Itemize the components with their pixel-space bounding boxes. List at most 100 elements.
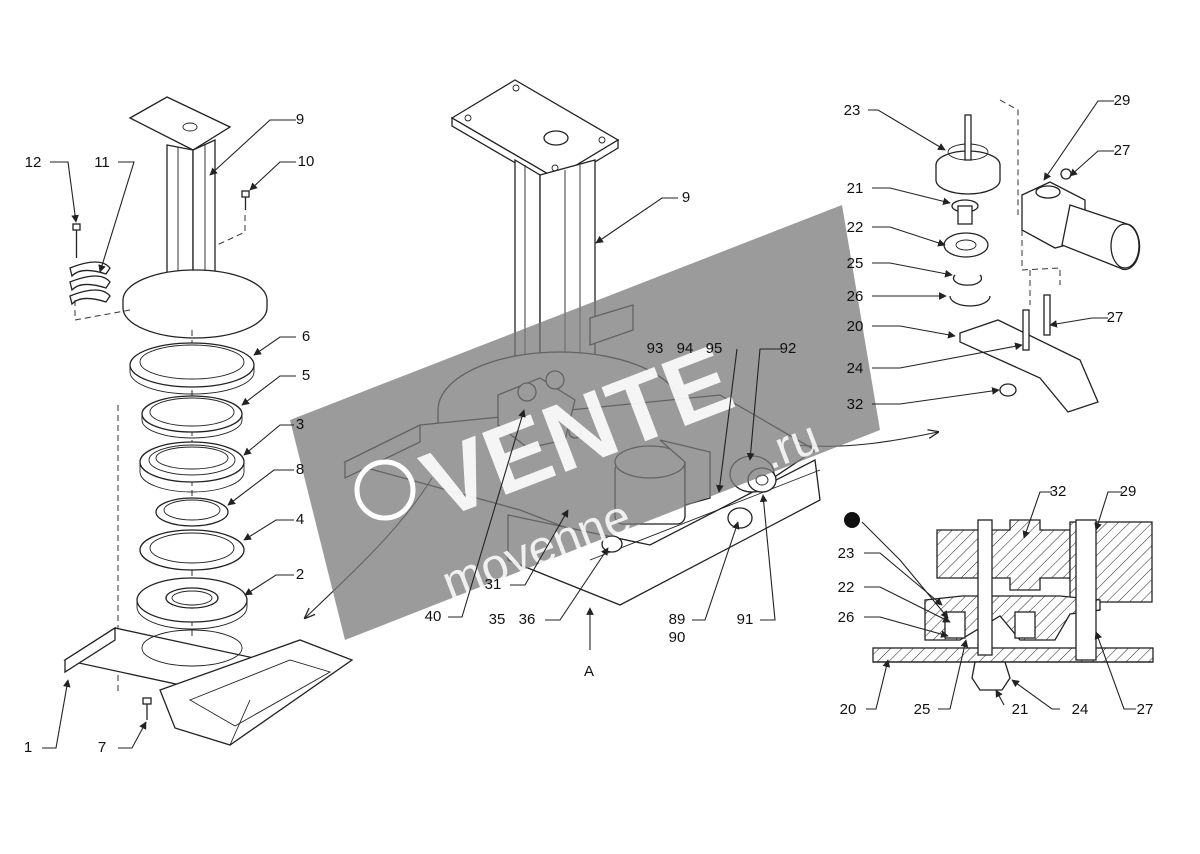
callout-left-2: 2 xyxy=(244,566,304,596)
callout-lower_right-32: 32 xyxy=(1022,483,1066,539)
leader-line xyxy=(866,659,891,710)
callout-lower_right-22: 22 xyxy=(838,579,951,623)
leader-line xyxy=(244,574,294,596)
leader-line xyxy=(1049,317,1108,328)
callout-number: 27 xyxy=(1107,309,1124,326)
leader-line xyxy=(872,187,951,206)
callout-number: 90 xyxy=(669,629,686,646)
callout-center-94: 94 xyxy=(677,340,694,357)
callout-number: 26 xyxy=(838,609,855,626)
callout-left-7: 7 xyxy=(98,721,147,756)
callout-number: 92 xyxy=(780,340,797,357)
callout-upper_right-32: 32 xyxy=(847,387,1000,413)
leader-line xyxy=(872,387,1000,405)
callout-number: 3 xyxy=(296,416,304,433)
callout-left-6: 6 xyxy=(253,328,310,356)
callout-center-95: 95 xyxy=(706,340,738,493)
callout-number: 10 xyxy=(298,153,315,170)
leader-line xyxy=(995,689,1005,706)
leader-line xyxy=(864,586,951,623)
leader-line xyxy=(1094,491,1122,531)
callout-number: 24 xyxy=(847,360,864,377)
callout-number: 31 xyxy=(485,576,502,593)
callout-center-92: 92 xyxy=(746,340,797,461)
callout-number: 29 xyxy=(1120,483,1137,500)
callout-number: 27 xyxy=(1114,142,1131,159)
callout-number: 21 xyxy=(847,180,864,197)
callout-upper_right-20: 20 xyxy=(847,318,956,339)
callout-upper_right-29: 29 xyxy=(1043,92,1130,181)
callout-left-1: 1 xyxy=(24,679,71,756)
leader-line xyxy=(1043,100,1114,181)
callout-lower_right-25: 25 xyxy=(914,639,969,718)
leader-line xyxy=(243,424,294,456)
callout-center-90: 90 xyxy=(669,629,686,646)
callout-left-4: 4 xyxy=(243,511,304,541)
callout-left-3: 3 xyxy=(243,416,304,456)
callout-center-9: 9 xyxy=(595,189,690,244)
leader-line xyxy=(249,161,296,191)
leader-line xyxy=(510,509,569,586)
callout-upper_right-21: 21 xyxy=(847,180,951,206)
leader-line xyxy=(938,639,969,710)
leader-line xyxy=(692,521,740,621)
leader-line xyxy=(872,342,1023,369)
callout-center-35: 35 xyxy=(489,611,506,628)
leader-line xyxy=(861,521,949,619)
leader-line xyxy=(746,348,782,461)
callout-number: 9 xyxy=(682,189,690,206)
leader-line xyxy=(872,325,956,339)
leader-line xyxy=(872,226,946,247)
leader-line xyxy=(1094,631,1136,710)
callout-lower_right-29: 29 xyxy=(1094,483,1137,531)
callout-lower_right-20: 20 xyxy=(840,659,891,718)
callout-number: 21 xyxy=(1012,701,1029,718)
callout-number: 7 xyxy=(98,739,106,756)
leader-line xyxy=(118,721,147,749)
leader-line xyxy=(759,494,776,621)
callout-number: 36 xyxy=(519,611,536,628)
left-exploded-assembly xyxy=(63,96,354,746)
callout-number: 24 xyxy=(1072,701,1089,718)
callout-number: 4 xyxy=(296,511,304,528)
callout-number: 5 xyxy=(302,367,310,384)
callout-left-12: 12 xyxy=(25,154,79,223)
callout-number: 93 xyxy=(647,340,664,357)
leader-line xyxy=(98,161,135,273)
bullet-marker-7 xyxy=(844,512,860,528)
callout-number: 23 xyxy=(838,545,855,562)
leader-line xyxy=(42,679,71,749)
callout-left-9: 9 xyxy=(209,111,304,176)
callout-upper_right-27: 27 xyxy=(1049,309,1124,328)
callout-upper_right-27: 27 xyxy=(1069,142,1131,177)
callout-center-31: 31 xyxy=(485,509,569,593)
leader-line xyxy=(545,547,609,621)
leader-line xyxy=(243,519,294,541)
leader-line xyxy=(241,375,296,406)
callout-left-11: 11 xyxy=(94,154,135,273)
lower-right-section-view xyxy=(872,519,1154,691)
callout-number: 95 xyxy=(706,340,723,357)
callout-number: 8 xyxy=(296,461,304,478)
callout-upper_right-23: 23 xyxy=(844,102,946,151)
callout-left-8: 8 xyxy=(227,461,304,506)
callout-lower_right-7 xyxy=(861,521,949,619)
callout-left-5: 5 xyxy=(241,367,310,406)
leader-line xyxy=(872,262,953,278)
callout-number: 23 xyxy=(844,102,861,119)
leader-line xyxy=(595,197,678,244)
leader-line xyxy=(1022,491,1052,539)
callout-lower_right-23: 23 xyxy=(838,545,943,606)
callout-number: 9 xyxy=(296,111,304,128)
callout-upper_right-26: 26 xyxy=(847,288,947,305)
callout-number: 25 xyxy=(847,255,864,272)
view-label: A xyxy=(584,663,594,680)
callout-number: 22 xyxy=(847,219,864,236)
callout-number: 35 xyxy=(489,611,506,628)
leader-line xyxy=(1011,679,1060,710)
callout-lower_right-27: 27 xyxy=(1094,631,1153,718)
callout-lower_right-26: 26 xyxy=(838,609,949,638)
callout-center-36: 36 xyxy=(519,547,609,628)
callout-number: 91 xyxy=(737,611,754,628)
